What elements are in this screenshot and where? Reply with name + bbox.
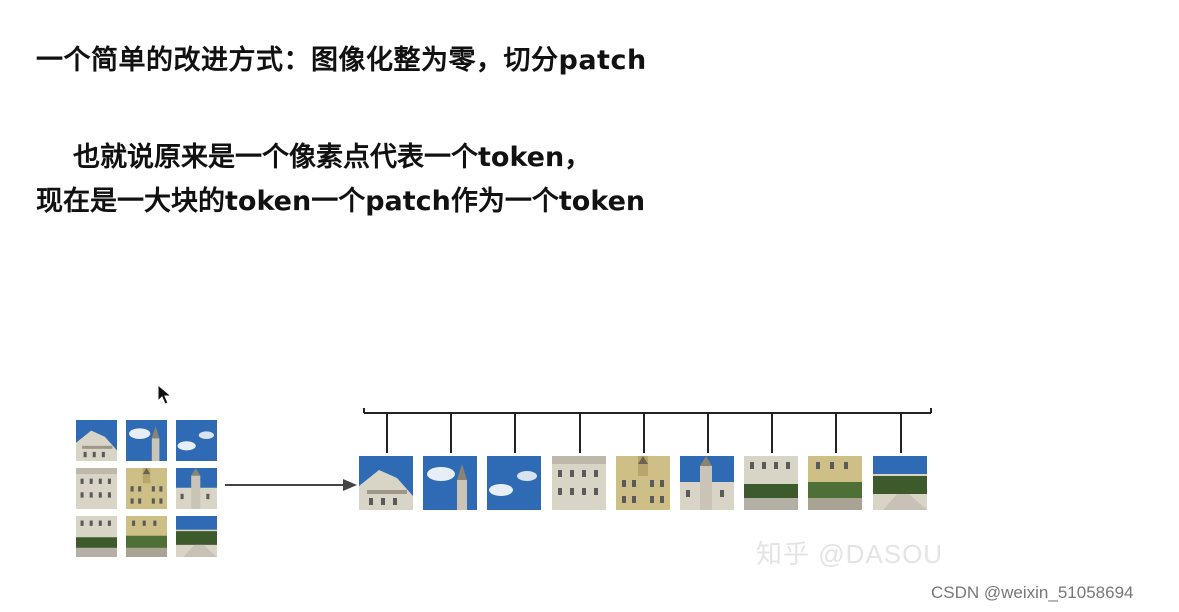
- sequence-building-facade-patch-icon: [616, 456, 670, 510]
- description-line-2: 现在是一大块的token一个patch作为一个token: [36, 186, 646, 217]
- building-windows-patch-icon: [76, 468, 117, 509]
- sequence-sky-tower-patch-icon: [423, 456, 477, 510]
- sky-tower-patch-icon: [126, 420, 167, 461]
- page-title: 一个简单的改进方式：图像化整为零，切分patch: [36, 45, 647, 76]
- sequence-street-path-patch-icon: [873, 456, 927, 510]
- building-roof-patch-icon: [76, 420, 117, 461]
- right-arrow-icon: [225, 479, 357, 491]
- sequence-street-hedge-patch-icon: [744, 456, 798, 510]
- sequence-tower-facade-patch-icon: [680, 456, 734, 510]
- sequence-building-roof-patch-icon: [359, 456, 413, 510]
- street-hedge-patch-icon: [76, 516, 117, 557]
- building-facade-patch-icon: [126, 468, 167, 509]
- sequence-building-windows-patch-icon: [552, 456, 606, 510]
- description-line-1: 也就说原来是一个像素点代表一个token，: [73, 142, 592, 173]
- street-path-patch-icon: [176, 516, 217, 557]
- street-lawn-patch-icon: [126, 516, 167, 557]
- zhihu-watermark: 知乎 @DASOU: [756, 539, 944, 569]
- sequence-blue-sky-patch-icon: [487, 456, 541, 510]
- sequence-street-lawn-patch-icon: [808, 456, 862, 510]
- image-patch-grid: [76, 420, 218, 558]
- mouse-pointer-icon: [157, 384, 173, 405]
- blue-sky-patch-icon: [176, 420, 217, 461]
- token-connector-lines: [363, 408, 932, 453]
- description: 也就说原来是一个像素点代表一个token， 现在是一大块的token一个patc…: [36, 136, 645, 224]
- csdn-credit: CSDN @weixin_51058694: [931, 583, 1134, 602]
- patch-sequence: [359, 456, 929, 510]
- tower-facade-patch-icon: [176, 468, 217, 509]
